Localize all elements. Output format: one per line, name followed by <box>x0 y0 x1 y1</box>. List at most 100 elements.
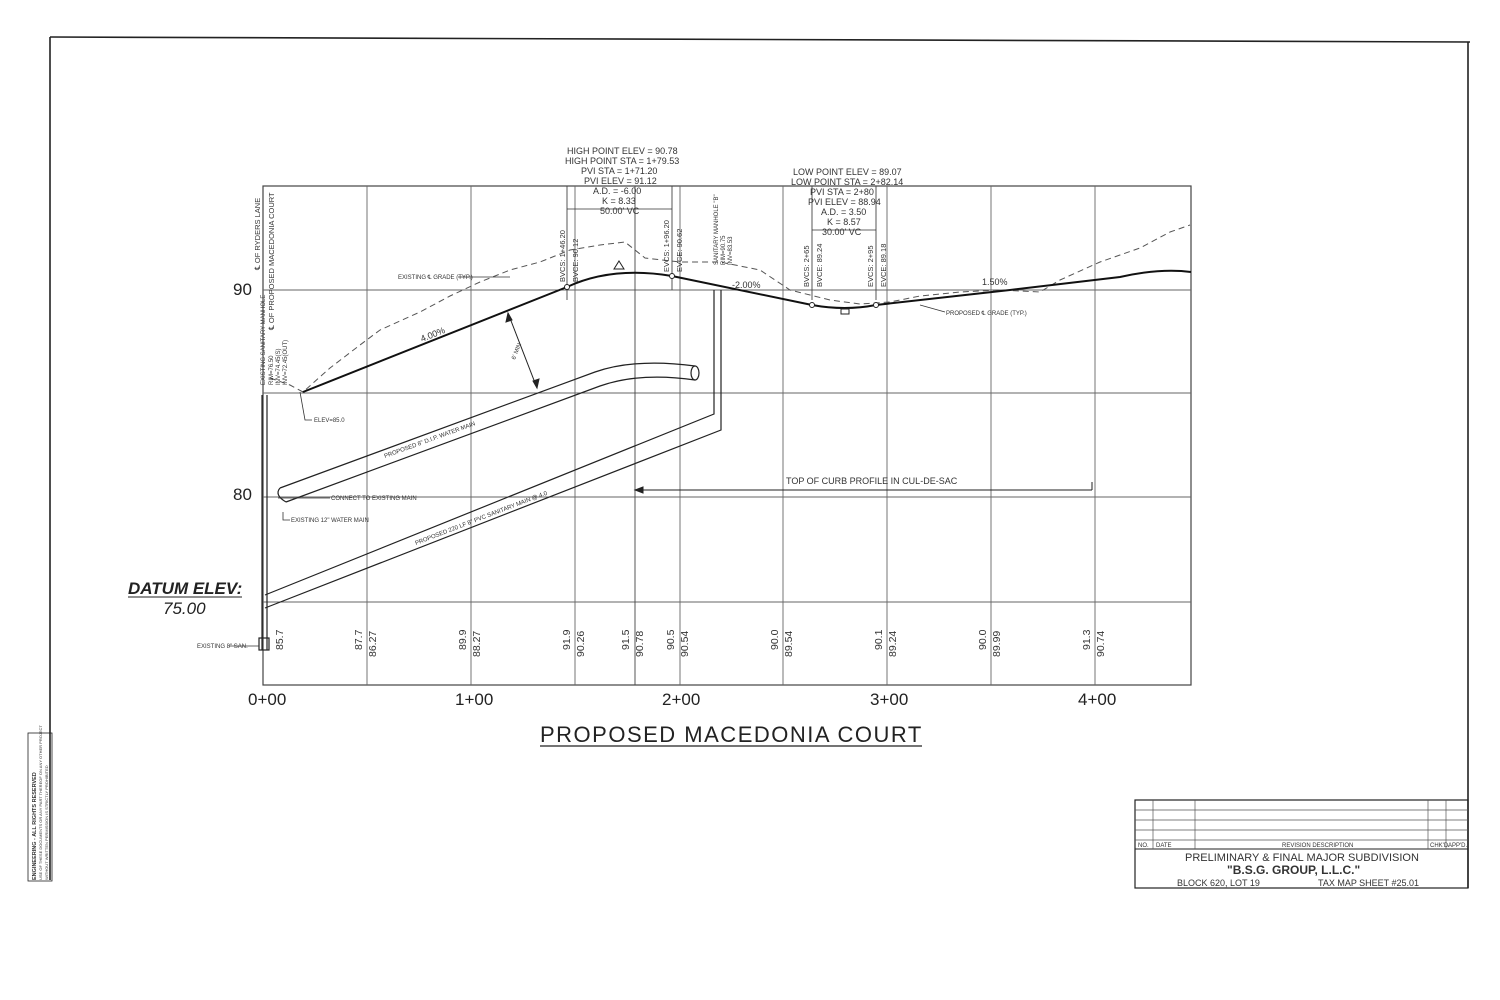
existing-grade-line <box>269 224 1191 393</box>
label-evce-2: EVCE: 89.18 <box>879 244 888 287</box>
label-existing-manhole: EXISTING SANITARY MANHOLE <box>261 295 267 385</box>
tb-col-desc: REVISION DESCRIPTION <box>1282 843 1353 849</box>
sheet-title: PROPOSED MACEDONIA COURT <box>540 722 923 747</box>
proposed-grade-label: PROPOSED ℄ GRADE (TYP.) <box>946 311 1027 317</box>
proposed-elev-4: 90.78 <box>634 631 646 657</box>
existing-water-label: EXISTING 12" WATER MAIN <box>291 518 369 524</box>
datum-label: DATUM ELEV: <box>128 579 242 598</box>
existing-elev-1: 87.7 <box>353 629 365 650</box>
water-main <box>277 362 700 503</box>
label-macedonia-cl: ℄ OF PROPOSED MACEDONIA COURT <box>267 192 276 331</box>
lp-line-5: A.D. = 3.50 <box>821 207 866 217</box>
high-point-curve-data: HIGH POINT ELEV = 90.78 HIGH POINT STA =… <box>565 146 679 216</box>
elev-85-label: ELEV=85.0 <box>314 418 345 424</box>
sheet-border <box>49 36 1471 888</box>
station-label-3: 3+00 <box>870 690 908 709</box>
existing-elev-9: 91.3 <box>1081 629 1093 650</box>
depth-dimension <box>505 311 540 390</box>
copyright-stamp: ENGINEERING - ALL RIGHTS RESERVED USE OF… <box>27 725 53 882</box>
hp-line-4: PVI ELEV = 91.12 <box>584 176 657 186</box>
existing-san-label: EXISTING 8" SAN. <box>197 644 248 650</box>
proposed-elev-7: 89.24 <box>887 631 899 657</box>
existing-elev-7: 90.1 <box>873 629 885 650</box>
lp-line-6: K = 8.57 <box>827 217 861 227</box>
leader-lines <box>229 276 946 647</box>
vertical-labels: ℄ OF RYDERS LANE ℄ OF PROPOSED MACEDONIA… <box>253 192 888 385</box>
water-main-label: PROPOSED 8" D.I.P. WATER MAIN <box>384 421 477 460</box>
label-existing-manhole-inv1: INV=74.45(S) <box>276 348 282 385</box>
proposed-elev-8: 89.99 <box>991 631 1003 657</box>
tb-block-lot: BLOCK 620, LOT 19 <box>1177 878 1260 888</box>
label-proposed-manhole-rim: RIM=90.75 <box>721 235 727 265</box>
elevation-label-80: 80 <box>233 485 252 504</box>
grade-1-5pct: 1.50% <box>982 277 1008 287</box>
cul-de-sac-arrow <box>633 482 1093 494</box>
label-existing-manhole-inv2: INV=72.45(OUT) <box>283 340 289 385</box>
tb-col-chk: CHK'D. <box>1430 843 1450 849</box>
label-bvcs-1: BVCS: 1+46.20 <box>558 230 567 282</box>
proposed-elev-5: 90.54 <box>679 631 691 657</box>
lp-line-7: 30.00' VC <box>822 227 862 237</box>
lp-line-2: LOW POINT STA = 2+82.14 <box>791 177 903 187</box>
lp-line-4: PVI ELEV = 88.94 <box>808 197 881 207</box>
existing-elev-4: 91.5 <box>620 629 632 650</box>
lp-line-3: PVI STA = 2+80 <box>810 187 874 197</box>
sanitary-main <box>258 290 722 651</box>
label-existing-manhole-rim: RIM=76.50 <box>269 355 275 385</box>
label-proposed-manhole-inv: INV=83.53 <box>728 236 734 265</box>
depth-label: 6' MIN <box>511 343 523 361</box>
label-proposed-manhole: SANITARY MANHOLE "B" <box>714 194 720 265</box>
tb-project-line2: "B.S.G. GROUP, L.L.C." <box>1227 863 1360 877</box>
tb-col-date: DATE <box>1156 843 1172 849</box>
label-evce-1: EVCE: 90.62 <box>675 229 684 272</box>
proposed-grade-line <box>302 269 1192 393</box>
hp-line-7: 50.00' VC <box>600 206 640 216</box>
tb-col-appd: APP'D. <box>1448 843 1467 849</box>
title-block: NO. DATE REVISION DESCRIPTION CHK'D. APP… <box>1134 799 1469 889</box>
hp-line-2: HIGH POINT STA = 1+79.53 <box>565 156 679 166</box>
proposed-elev-1: 86.27 <box>367 631 379 657</box>
existing-elev-3: 91.9 <box>561 629 573 650</box>
existing-elev-0: 85.7 <box>274 629 286 650</box>
label-evcs-2: EVCS: 2+95 <box>866 246 875 287</box>
sanitary-main-label: PROPOSED 220 LF 8" PVC SANITARY MAIN @ 4… <box>415 491 549 547</box>
proposed-elev-9: 90.74 <box>1095 631 1107 657</box>
existing-elev-6: 90.0 <box>769 629 781 650</box>
copyright-line-2: USE OF THESE DOCUMENTS OR ANY PART THERE… <box>38 725 43 880</box>
hp-line-5: A.D. = -6.00 <box>593 186 641 196</box>
station-label-4: 4+00 <box>1078 690 1116 709</box>
cul-de-sac-label: TOP OF CURB PROFILE IN CUL-DE-SAC <box>786 476 958 486</box>
existing-elev-5: 90.5 <box>665 629 677 650</box>
label-ryders-lane: ℄ OF RYDERS LANE <box>253 198 262 271</box>
annotations: EXISTING ℄ GRADE (TYP.) PROPOSED ℄ GRADE… <box>197 275 1027 650</box>
low-point-curve-data: LOW POINT ELEV = 89.07 LOW POINT STA = 2… <box>791 167 903 237</box>
existing-elev-2: 89.9 <box>457 629 469 650</box>
station-label-1: 1+00 <box>455 690 493 709</box>
hp-line-1: HIGH POINT ELEV = 90.78 <box>567 146 678 156</box>
station-label-2: 2+00 <box>662 690 700 709</box>
station-label-0: 0+00 <box>248 690 286 709</box>
copyright-line-1: ENGINEERING - ALL RIGHTS RESERVED <box>32 772 38 880</box>
tb-tax-map: TAX MAP SHEET #25.01 <box>1318 878 1419 888</box>
label-bvcs-2: BVCS: 2+65 <box>802 246 811 287</box>
connect-label: CONNECT TO EXISTING MAIN <box>331 496 417 502</box>
label-bvce-2: BVCE: 89.24 <box>815 244 824 287</box>
curve-points <box>564 260 879 315</box>
datum-value: 75.00 <box>163 599 206 618</box>
tb-col-no: NO. <box>1138 843 1149 849</box>
proposed-elev-2: 88.27 <box>471 631 483 657</box>
proposed-elev-6: 89.54 <box>783 631 795 657</box>
proposed-elev-3: 90.26 <box>575 631 587 657</box>
profile-values: 85.7 87.7 86.27 89.9 88.27 91.9 90.26 91… <box>274 629 1107 657</box>
grade-neg2pct: -2.00% <box>732 280 761 290</box>
tb-project-line1: PRELIMINARY & FINAL MAJOR SUBDIVISION <box>1185 852 1419 864</box>
copyright-line-3: WITHOUT WRITTEN PERMISSION IS STRICTLY P… <box>44 765 49 880</box>
existing-elev-8: 90.0 <box>977 629 989 650</box>
profile-grid <box>262 185 1192 686</box>
elevation-label-90: 90 <box>233 280 252 299</box>
lp-line-1: LOW POINT ELEV = 89.07 <box>793 167 902 177</box>
label-bvce-1: BVCE: 90.12 <box>571 239 580 282</box>
existing-grade-label: EXISTING ℄ GRADE (TYP.) <box>398 275 473 281</box>
hp-line-6: K = 8.33 <box>602 196 636 206</box>
